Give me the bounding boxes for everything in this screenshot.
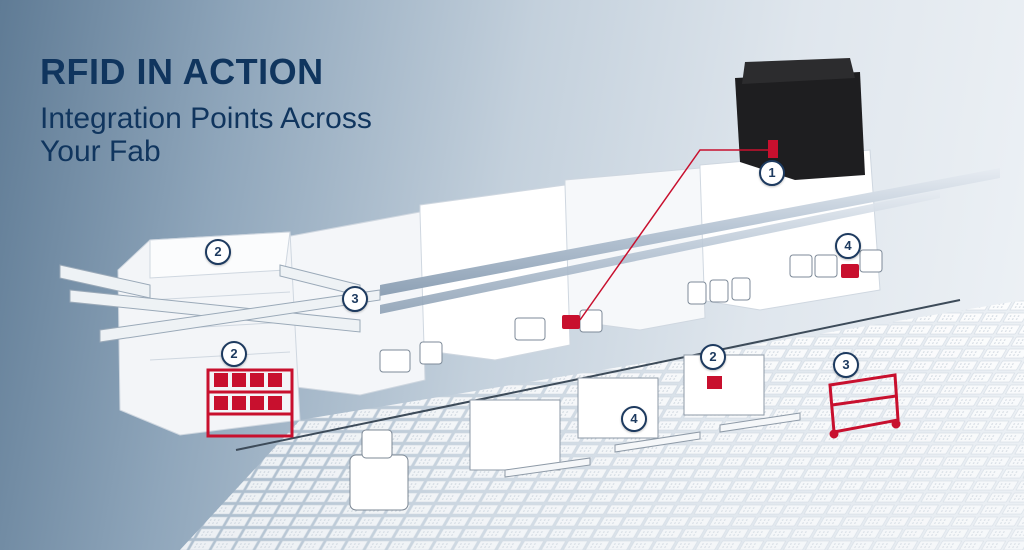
work-tables — [504, 412, 801, 478]
conveyors — [59, 264, 381, 343]
marker-1: 1 — [759, 160, 785, 186]
red-cart-right — [828, 373, 901, 439]
rfid-highlights — [562, 264, 859, 329]
overhead-rails — [235, 168, 1000, 451]
marker-2-rack-left: 2 — [221, 341, 247, 367]
mobile-robot — [349, 429, 409, 511]
marker-2-stocker: 2 — [205, 239, 231, 265]
wafer-carrier — [735, 58, 865, 180]
page-title: RFID IN ACTION — [40, 51, 324, 92]
title-block: RFID IN ACTION Integration Points Across… — [40, 51, 400, 169]
marker-2-rack: 2 — [700, 344, 726, 370]
callout-line — [579, 149, 770, 321]
red-rack-left-pods — [214, 373, 282, 410]
load-ports — [379, 249, 883, 373]
marker-3-conveyor: 3 — [342, 286, 368, 312]
marker-4-tool: 4 — [835, 233, 861, 259]
red-rack-left — [206, 368, 294, 438]
rack-rfid-pod — [707, 376, 722, 389]
marker-4-rack: 4 — [621, 406, 647, 432]
marker-3-cart: 3 — [833, 352, 859, 378]
page-subtitle: Integration Points Across Your Fab — [40, 102, 372, 168]
